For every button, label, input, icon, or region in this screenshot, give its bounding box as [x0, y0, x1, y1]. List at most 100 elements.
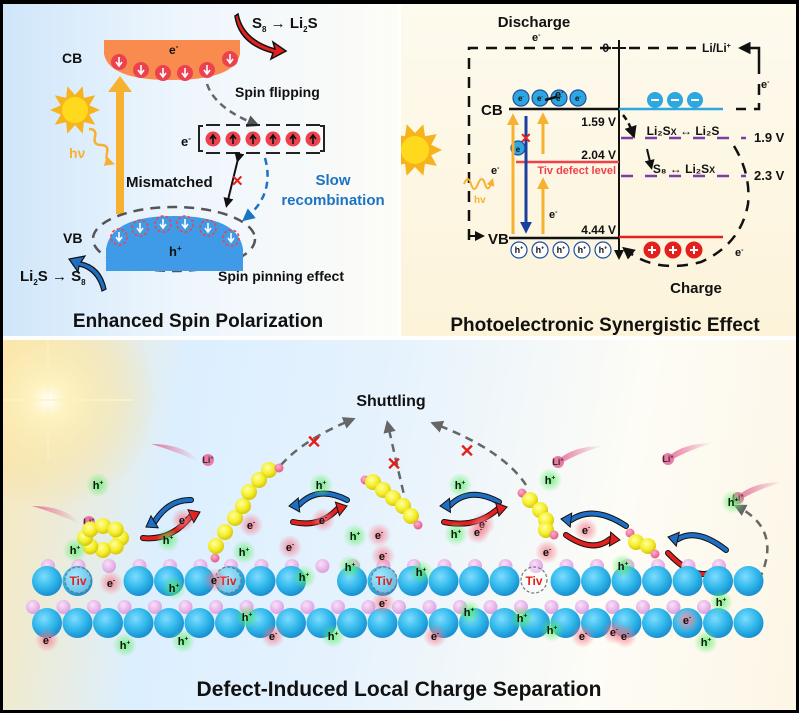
hole-transfer-arrow	[145, 496, 194, 529]
ti-atom	[154, 608, 184, 638]
sulfur-atom	[403, 508, 419, 524]
spin-hole	[199, 219, 217, 237]
cb-electrons: e-e-e-e-	[512, 89, 587, 107]
blocked-x-icon: ✕	[306, 432, 321, 452]
hole-carrier: h+	[113, 633, 137, 657]
ti-atom	[337, 608, 367, 638]
charge-carriers: h+e-h+e-h+e-h+h+h+e-h+h+h+e-e-e-h+e-h+h+…	[35, 468, 745, 657]
oxygen-atom	[315, 559, 330, 573]
spin-up-electron	[245, 124, 261, 154]
sulfur-atom	[107, 538, 124, 555]
svg-text:e-: e-	[375, 530, 383, 542]
svg-text:h+: h+	[239, 547, 250, 559]
spin-down-electron	[222, 51, 238, 67]
electron-carrier: e-	[171, 508, 195, 532]
ti-atom	[703, 566, 733, 596]
hole-carrier: h+	[343, 524, 367, 548]
shuttle-return-path	[733, 504, 769, 581]
ti-vacancy: Tiv	[370, 566, 398, 594]
electron-carrier: e-	[261, 624, 285, 648]
ti-atom	[733, 608, 764, 638]
sulfur-atom	[208, 538, 224, 554]
ti-atom	[93, 608, 123, 638]
ti-atom	[123, 566, 154, 596]
arrow-down-icon	[227, 233, 235, 244]
cb-label: CB	[481, 102, 503, 119]
ti-vacancy: Tiv	[64, 566, 92, 594]
hole-carrier: h+	[457, 600, 481, 624]
electron-carrier: e-	[239, 513, 263, 537]
discharge-circuit-right	[736, 84, 761, 111]
reaction-li2sx: Li₂SX ↔ Li₂S	[647, 124, 720, 138]
arrow-down-icon	[181, 68, 189, 79]
electron-carrier: e-	[675, 608, 699, 632]
ti-atom	[32, 608, 62, 638]
svg-text:h+: h+	[345, 562, 356, 574]
li-tail	[668, 443, 713, 461]
electron-carrier: e-	[466, 520, 490, 544]
oxygen-atom	[209, 600, 223, 614]
svg-text:h+: h+	[242, 612, 253, 624]
li-atom	[210, 553, 220, 563]
electron: e-	[512, 89, 530, 107]
polysulfide-4	[625, 528, 660, 559]
hole-transfer-arrow	[667, 531, 729, 553]
electron-carrier: e-	[571, 624, 595, 648]
hv-label: hv	[474, 195, 486, 206]
spin-flip-path	[205, 83, 260, 128]
sunlight-glare	[3, 340, 158, 510]
svg-text:e-: e-	[379, 598, 387, 610]
electron-carrier: e-	[371, 591, 395, 615]
svg-text:h+: h+	[416, 567, 427, 579]
shuttle-path-blocked	[383, 420, 412, 521]
vb-spin-holes	[110, 215, 240, 247]
sun-icon	[401, 124, 442, 176]
band-diagram: Discharge e- 0 Li/Li+ e- CB VB Tiv defec…	[401, 14, 785, 336]
svg-text:Li+: Li+	[552, 457, 563, 467]
oxygen-atom	[544, 600, 559, 614]
ti-atom	[642, 608, 672, 638]
svg-text:h+: h+	[716, 597, 727, 609]
ti-atom	[62, 608, 93, 638]
discharge-circuit-left	[467, 46, 614, 240]
mismatch-arrow	[223, 151, 245, 208]
ti-atom	[428, 566, 459, 596]
hole-carrier: h+	[156, 528, 180, 552]
transfer-electron: e-	[555, 89, 564, 101]
ti-atom	[245, 566, 276, 596]
spin-hole	[131, 219, 149, 237]
hole: h+	[510, 241, 528, 259]
panel-title-defect: Defect-Induced Local Charge Separation	[197, 678, 602, 701]
oxygen-atom	[605, 600, 620, 614]
spin-down-electron	[111, 54, 127, 70]
svg-text:e-: e-	[621, 631, 629, 643]
panel-spin-polarization: CB e- S8 → Li2S hν Spin flipping e-	[3, 4, 398, 336]
panel-divider-vertical	[398, 4, 401, 336]
ti-atom	[642, 566, 672, 596]
oxygen-atom	[392, 600, 406, 614]
sulfur-atom	[241, 484, 257, 500]
svg-text:h+: h+	[120, 640, 131, 652]
cathode-negative-charges	[647, 92, 703, 108]
svg-text:h+: h+	[517, 613, 528, 625]
oxygen-atom	[666, 600, 681, 614]
electron-carrier: e-	[35, 628, 59, 652]
shuttle-path-blocked	[280, 417, 356, 466]
svg-text:e-: e-	[579, 631, 587, 643]
svg-text:h+: h+	[328, 631, 339, 643]
hole-carrier: h+	[63, 538, 87, 562]
arrow-up-icon	[249, 133, 257, 144]
arrow-down-icon	[181, 219, 189, 230]
ti-atom	[489, 566, 520, 596]
hole-transfer-arrow	[560, 510, 629, 529]
oxygen-atom	[422, 600, 437, 614]
panel-defect-charge-separation: Shuttling ✕✕✕ Li+Li+Li+Li+Li+ TivTivTivT…	[3, 340, 796, 710]
circuit-electron: e-	[761, 79, 770, 91]
arrow-down-icon	[203, 65, 211, 76]
hole-carrier: h+	[292, 565, 316, 589]
svg-text:e-: e-	[269, 631, 277, 643]
oxygen-atom	[575, 600, 589, 614]
discharge-step-1	[622, 114, 637, 139]
spin-diagram: CB e- S8 → Li2S hν Spin flipping e-	[20, 12, 385, 332]
